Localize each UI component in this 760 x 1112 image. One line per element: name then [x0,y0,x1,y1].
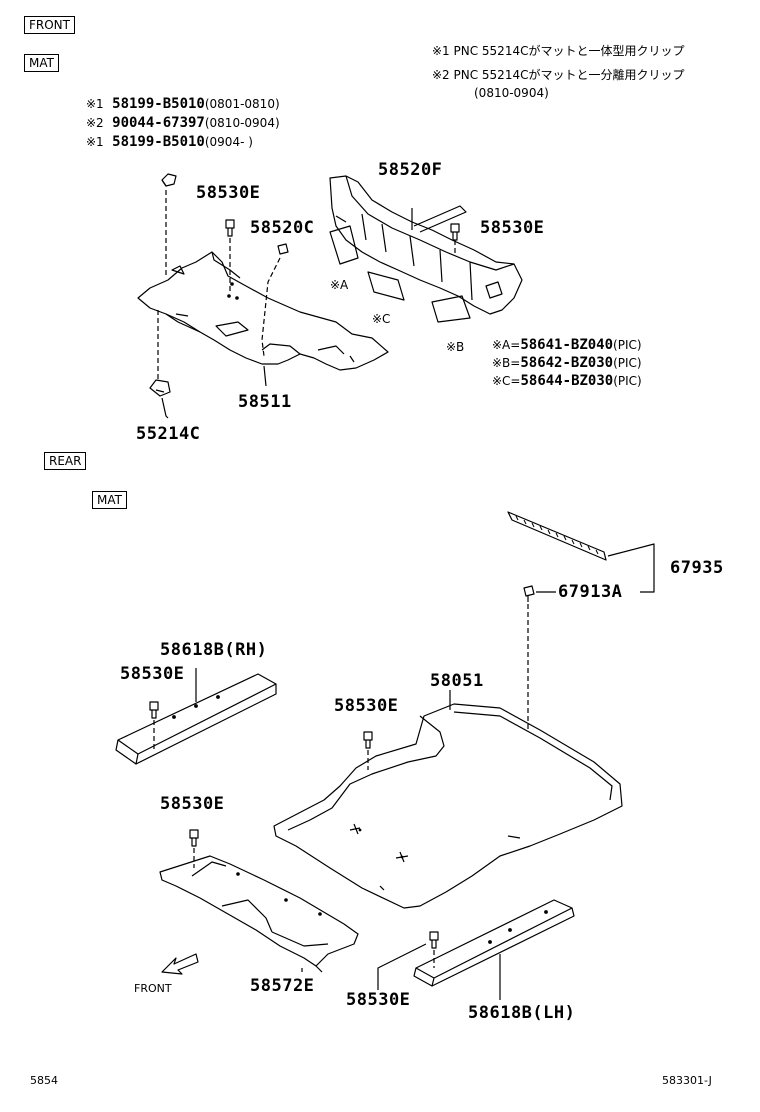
label-58530E-rh: 58530E [120,664,185,684]
clip-55214C-drawing [150,380,170,396]
label-58530E-top: 58530E [196,183,261,203]
label-58051: 58051 [430,671,484,691]
front-arrow-label: FRONT [134,982,172,995]
clip-alt-1: ※1 58199-B5010(0801-0810) [86,96,280,112]
front-arrow-icon [162,954,198,974]
rear-tag: REAR [44,452,87,470]
note-2: ※2 PNC 55214Cがマットと一分離用クリップ [432,68,685,82]
note-1: ※1 PNC 55214Cがマットと一体型用クリップ [432,44,685,58]
label-58520F: 58520F [378,160,443,180]
pic-part-a: ※A=58641-BZ040(PIC) [492,337,642,353]
front-tag: FRONT [24,16,75,34]
footer-page-code: 5854 [30,1074,58,1087]
clip-67913A-drawing [524,586,534,602]
front-floor-mat-drawing [138,252,388,370]
pad-b-drawing [432,296,470,322]
label-58530E-lh: 58530E [346,990,411,1010]
label-67913A: 67913A [558,582,623,602]
rear-floor-mat-drawing [160,856,358,972]
screw-58530E-lh [430,932,438,948]
label-58511: 58511 [238,392,292,412]
clip-58199-drawing [162,174,176,186]
label-58572E: 58572E [250,976,315,996]
clip-58520C-drawing [278,244,288,254]
screw-58530E-mat [364,732,372,748]
screw-58530E-rh [150,702,158,718]
label-58618B-rh: 58618B(RH) [160,640,268,660]
label-mark-a: ※A [330,278,349,292]
label-58530E-mat: 58530E [334,696,399,716]
pic-part-b: ※B=58642-BZ030(PIC) [492,355,642,371]
pad-c-drawing [368,272,404,300]
label-mark-c: ※C [372,312,391,326]
label-55214C: 55214C [136,424,201,444]
luggage-mat-drawing [274,704,622,908]
dash-insulator-drawing [330,176,522,314]
side-trim-lh-drawing [414,900,574,986]
label-58530E-right: 58530E [480,218,545,238]
screw-58530E-rear [190,830,198,846]
footer-figure-code: 583301-J [662,1074,712,1087]
mat-tag-top: MAT [24,54,59,72]
deck-seal-strip-drawing [508,512,606,560]
label-58520C: 58520C [250,218,315,238]
label-mark-b: ※B [446,340,465,354]
pic-part-c: ※C=58644-BZ030(PIC) [492,373,642,389]
screw-58530E-right [451,224,459,240]
clip-alt-2: ※2 90044-67397(0810-0904) [86,115,280,131]
pad-a-drawing [330,226,358,264]
clip-alt-3: ※1 58199-B5010(0904- ) [86,134,253,150]
note-2-range: (0810-0904) [474,86,549,100]
label-58618B-lh: 58618B(LH) [468,1003,576,1023]
side-trim-rh-drawing [116,674,276,764]
label-58530E-rear: 58530E [160,794,225,814]
mat-tag-bottom: MAT [92,491,127,509]
screw-58530E-top [226,220,234,236]
label-67935: 67935 [670,558,724,578]
